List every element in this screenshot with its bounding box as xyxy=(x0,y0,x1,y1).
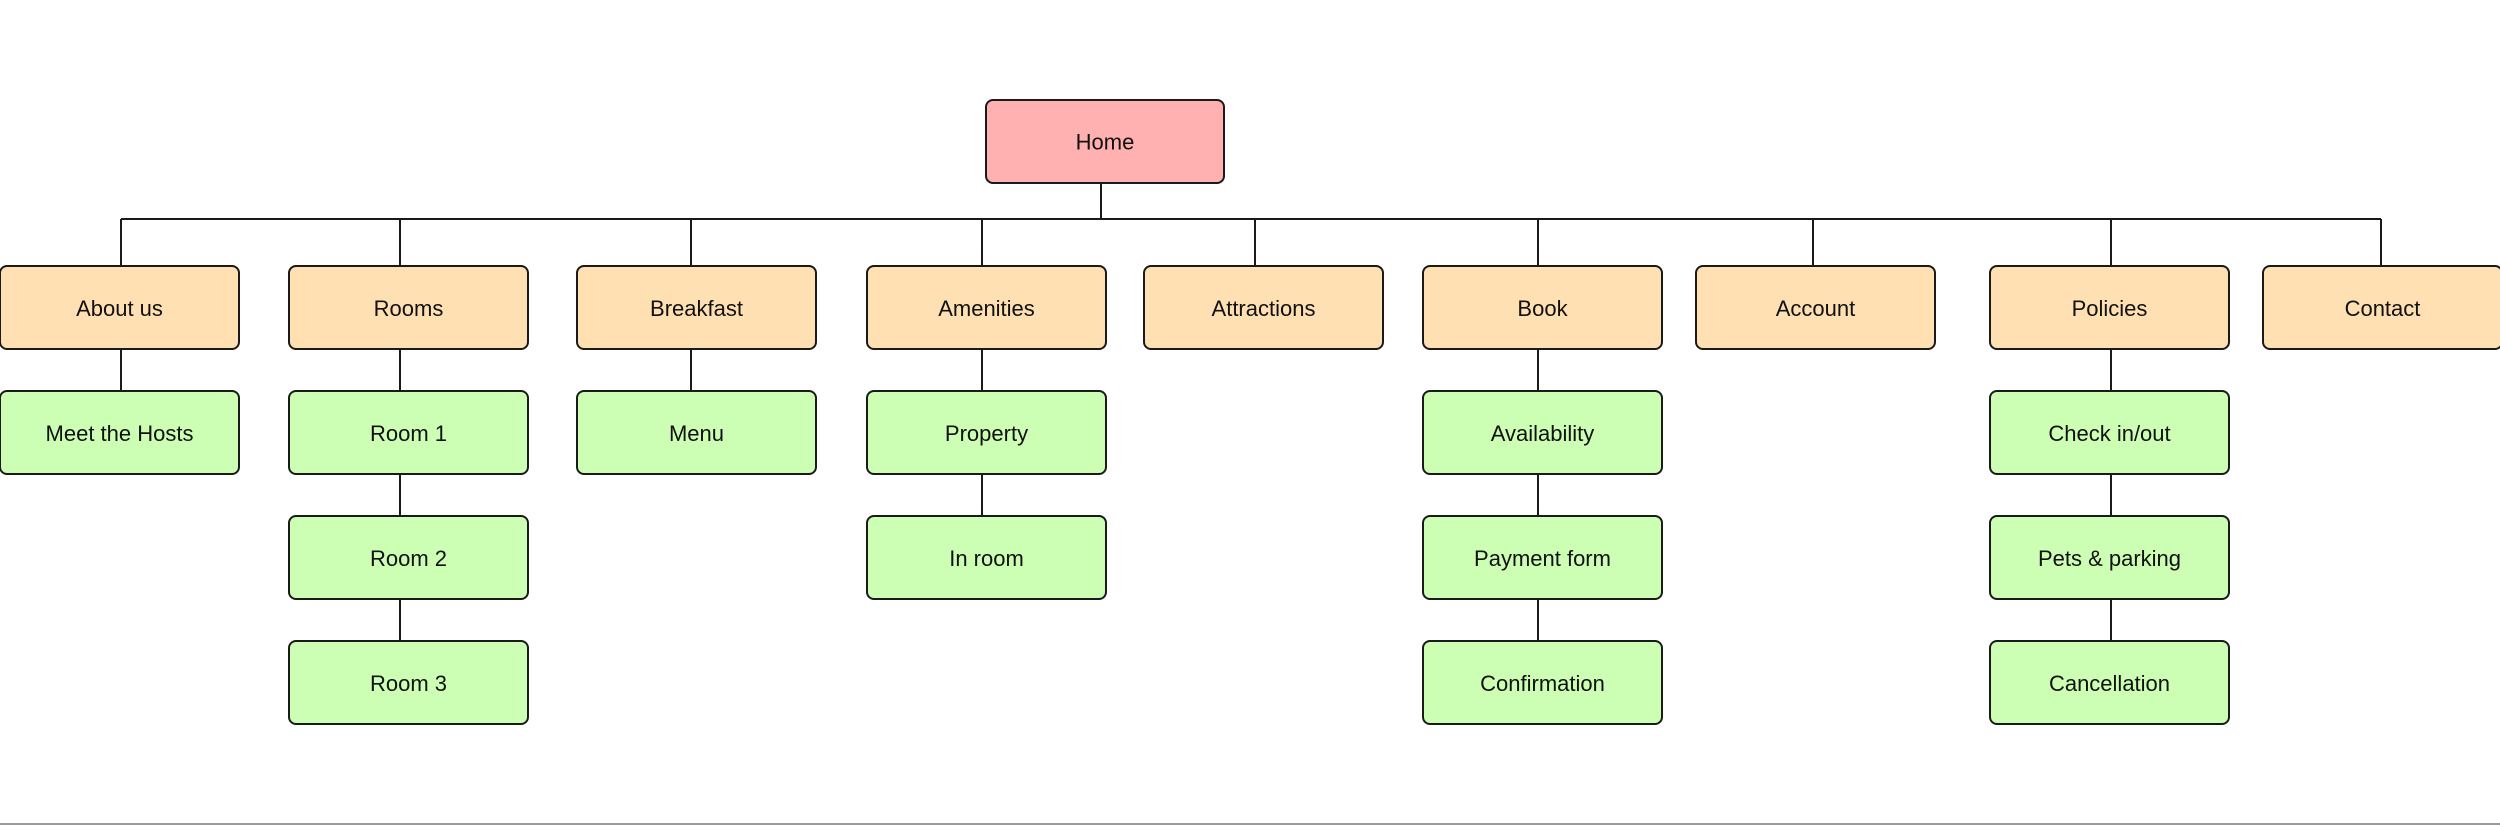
page-node-book-3-box xyxy=(1422,640,1663,725)
page-node-policies-2: Pets & parking xyxy=(1989,515,2230,600)
page-node-rooms-3: Room 3 xyxy=(288,640,529,725)
section-node-account: Account xyxy=(1695,265,1936,350)
section-node-rooms-box xyxy=(288,265,529,350)
page-node-about-1-label: Meet the Hosts xyxy=(46,421,194,446)
section-node-policies-label: Policies xyxy=(2072,296,2148,321)
root-node-box xyxy=(985,99,1225,184)
section-node-account-box xyxy=(1695,265,1936,350)
section-node-breakfast-box xyxy=(576,265,817,350)
section-node-amenities-box xyxy=(866,265,1107,350)
section-node-breakfast: Breakfast xyxy=(576,265,817,350)
page-node-rooms-1-label: Room 1 xyxy=(370,421,447,446)
page-node-book-2-box xyxy=(1422,515,1663,600)
page-node-book-3-label: Confirmation xyxy=(1480,671,1605,696)
page-node-amenities-1: Property xyxy=(866,390,1107,475)
page-node-amenities-1-box xyxy=(866,390,1107,475)
page-node-breakfast-1-label: Menu xyxy=(669,421,724,446)
section-node-contact-box xyxy=(2262,265,2500,350)
section-node-about: About us xyxy=(0,265,240,350)
page-node-policies-3-label: Cancellation xyxy=(2049,671,2170,696)
page-node-book-2-label: Payment form xyxy=(1474,546,1611,571)
page-node-book-1-box xyxy=(1422,390,1663,475)
page-node-rooms-3-label: Room 3 xyxy=(370,671,447,696)
section-node-about-label: About us xyxy=(76,296,163,321)
page-node-policies-1: Check in/out xyxy=(1989,390,2230,475)
page-node-breakfast-1: Menu xyxy=(576,390,817,475)
page-node-policies-3-box xyxy=(1989,640,2230,725)
section-node-policies-box xyxy=(1989,265,2230,350)
connector-layer xyxy=(120,183,2382,641)
page-node-rooms-1: Room 1 xyxy=(288,390,529,475)
section-node-contact: Contact xyxy=(2262,265,2500,350)
page-node-amenities-2-box xyxy=(866,515,1107,600)
page-node-policies-3: Cancellation xyxy=(1989,640,2230,725)
root-node-home: Home xyxy=(985,99,1225,184)
section-node-amenities: Amenities xyxy=(866,265,1107,350)
section-node-breakfast-label: Breakfast xyxy=(650,296,743,321)
page-node-amenities-2: In room xyxy=(866,515,1107,600)
section-node-rooms: Rooms xyxy=(288,265,529,350)
page-node-book-3: Confirmation xyxy=(1422,640,1663,725)
page-node-policies-1-box xyxy=(1989,390,2230,475)
page-node-about-1: Meet the Hosts xyxy=(0,390,240,475)
page-node-amenities-2-label: In room xyxy=(949,546,1024,571)
page-node-about-1-box xyxy=(0,390,240,475)
page-node-policies-1-label: Check in/out xyxy=(2048,421,2170,446)
page-node-book-2: Payment form xyxy=(1422,515,1663,600)
section-node-book: Book xyxy=(1422,265,1663,350)
page-node-rooms-2: Room 2 xyxy=(288,515,529,600)
page-node-rooms-1-box xyxy=(288,390,529,475)
page-node-rooms-3-box xyxy=(288,640,529,725)
section-node-about-box xyxy=(0,265,240,350)
section-node-attractions-label: Attractions xyxy=(1212,296,1316,321)
section-node-book-label: Book xyxy=(1517,296,1568,321)
section-node-account-label: Account xyxy=(1776,296,1856,321)
page-node-rooms-2-label: Room 2 xyxy=(370,546,447,571)
root-node-label: Home xyxy=(1076,130,1135,155)
page-node-rooms-2-box xyxy=(288,515,529,600)
page-node-book-1-label: Availability xyxy=(1491,421,1595,446)
page-node-book-1: Availability xyxy=(1422,390,1663,475)
section-node-policies: Policies xyxy=(1989,265,2230,350)
page-node-breakfast-1-box xyxy=(576,390,817,475)
section-node-amenities-label: Amenities xyxy=(938,296,1035,321)
section-node-attractions-box xyxy=(1143,265,1384,350)
page-node-policies-2-box xyxy=(1989,515,2230,600)
page-node-policies-2-label: Pets & parking xyxy=(2038,546,2181,571)
section-node-attractions: Attractions xyxy=(1143,265,1384,350)
section-node-rooms-label: Rooms xyxy=(374,296,444,321)
section-node-contact-label: Contact xyxy=(2345,296,2421,321)
page-node-amenities-1-label: Property xyxy=(945,421,1028,446)
section-node-book-box xyxy=(1422,265,1663,350)
